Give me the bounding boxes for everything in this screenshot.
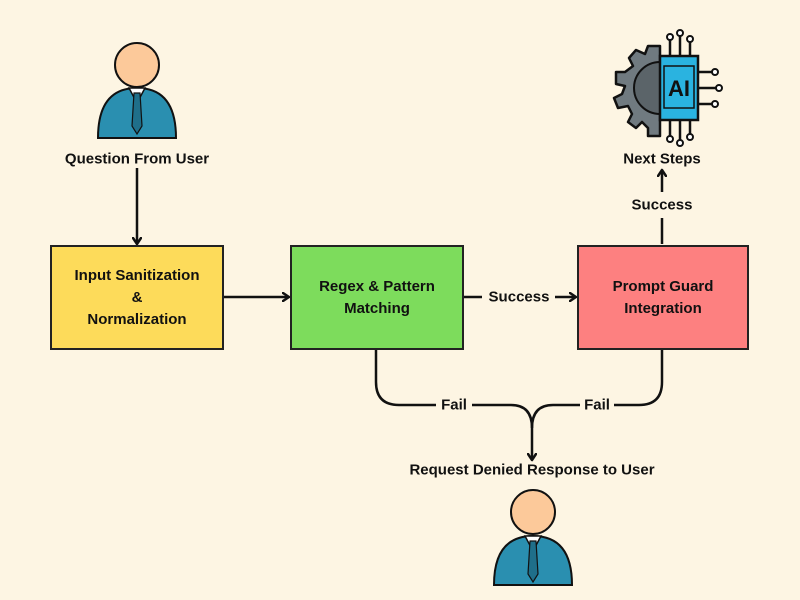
- arrow-regex-fail: [374, 350, 534, 429]
- edge-label-guard-success: Success: [631, 196, 693, 214]
- request-denied-label: Request Denied Response to User: [409, 461, 655, 479]
- regex-pattern-box: Regex & Pattern Matching: [290, 245, 464, 350]
- regex-pattern-line2: Matching: [344, 299, 410, 317]
- next-steps-label: Next Steps: [623, 150, 701, 168]
- prompt-guard-box: Prompt Guard Integration: [577, 245, 749, 350]
- edge-label-regex-success: Success: [488, 288, 550, 306]
- regex-pattern-line1: Regex & Pattern: [319, 277, 435, 295]
- prompt-guard-line1: Prompt Guard: [612, 277, 714, 295]
- arrow-guard-fail: [532, 350, 664, 460]
- edge-label-guard-fail: Fail: [584, 396, 610, 414]
- question-from-user-label: Question From User: [64, 150, 210, 168]
- prompt-guard-line2: Integration: [624, 299, 702, 317]
- edge-label-regex-fail: Fail: [441, 396, 467, 414]
- input-sanitization-line1: Input Sanitization: [74, 266, 200, 284]
- input-sanitization-line2: &: [131, 288, 143, 306]
- input-sanitization-line3: Normalization: [87, 310, 187, 328]
- input-sanitization-box: Input Sanitization & Normalization: [50, 245, 224, 350]
